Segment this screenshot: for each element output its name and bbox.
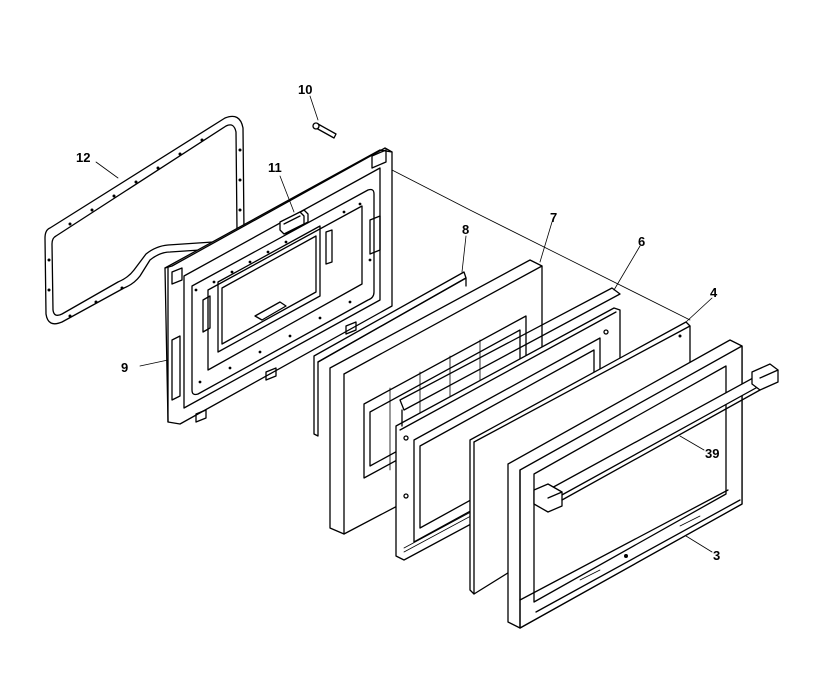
leader-8 [461, 235, 467, 273]
part-10-screw [312, 122, 337, 139]
callout-39: 39 [705, 446, 719, 461]
callout-12: 12 [76, 150, 90, 165]
callout-11: 11 [268, 160, 282, 175]
leader-11 [279, 175, 295, 213]
alignment-line [391, 169, 691, 321]
part-9-inner-door-panel [164, 147, 393, 425]
callout-3: 3 [713, 548, 720, 563]
part-39-door-handle [533, 363, 779, 513]
leader-12 [95, 161, 119, 179]
callout-10: 10 [298, 82, 312, 97]
callout-8: 8 [462, 222, 469, 237]
leader-39 [679, 435, 705, 451]
callout-9: 9 [121, 360, 128, 375]
leader-10 [309, 95, 319, 121]
callout-7: 7 [550, 210, 557, 225]
part-11-latch [279, 211, 305, 235]
leader-7 [539, 221, 553, 263]
leader-6 [613, 245, 641, 291]
leader-4 [685, 297, 713, 323]
callout-6: 6 [638, 234, 645, 249]
callout-4-label: 4 [710, 285, 718, 300]
leader-3 [685, 535, 713, 553]
leader-9 [139, 359, 169, 367]
part-8-insulation [313, 271, 467, 437]
part-12-door-gasket [44, 115, 245, 325]
